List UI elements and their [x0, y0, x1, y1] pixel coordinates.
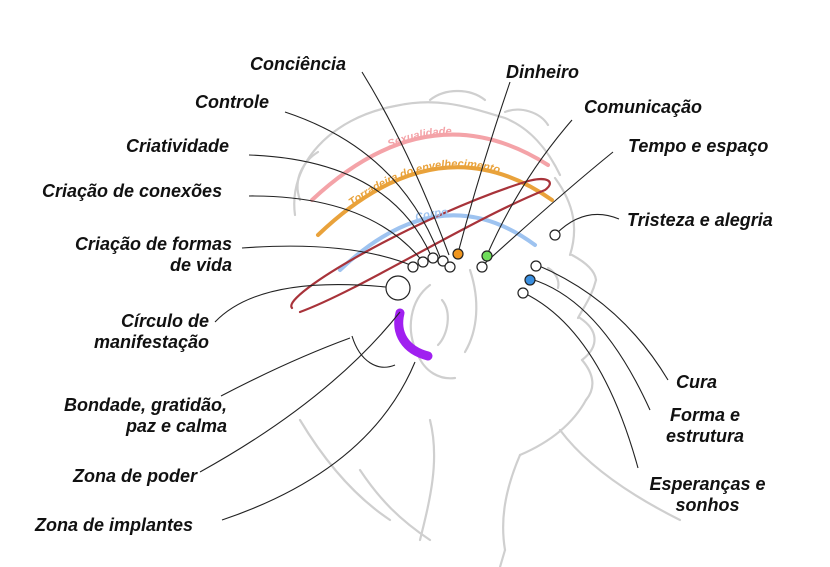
label-circulo-line1: Círculo de [120, 311, 209, 331]
label-controle: Controle [195, 92, 269, 112]
label-forma-estrutura: Forma e estrutura [655, 405, 755, 447]
dot-comunicacao [481, 250, 493, 262]
label-criacao-formas-line1: Criação de formas [74, 234, 232, 254]
dot-esperancas [517, 287, 529, 299]
dot-forma [524, 274, 536, 286]
zona-poder-band [394, 308, 433, 361]
leader-conciencia [361, 71, 450, 256]
label-circulo-line2: manifestação [93, 332, 209, 352]
leader-criatividade [248, 154, 433, 259]
leader-zona-poder [199, 311, 401, 473]
leader-bondade [220, 337, 351, 397]
leader-criacao-conexoes [248, 195, 424, 263]
label-forma-line1: Forma e [669, 405, 741, 425]
label-esperancas-sonhos: Esperanças e sonhos [635, 474, 780, 516]
leader-tristeza [555, 213, 620, 235]
label-tempo-espaco: Tempo e espaço [628, 136, 769, 156]
dot-criatividade [427, 252, 439, 264]
chakra-dots [385, 229, 561, 301]
label-bondade-line2: paz e calma [125, 416, 227, 436]
label-cura: Cura [676, 372, 718, 392]
arc-text-sexualidade: Sexualidade [386, 126, 452, 151]
leader-comunicacao [486, 119, 573, 256]
leader-controle [284, 111, 441, 258]
label-zona-implantes: Zona de implantes [35, 515, 194, 535]
label-forma-line2: estrutura [665, 426, 745, 446]
label-esperancas-line2: sonhos [675, 495, 740, 515]
leader-criacao-formas [241, 245, 414, 267]
dot-tristeza [549, 229, 561, 241]
arc-sexualidade [310, 132, 550, 202]
label-tristeza-alegria: Tristeza e alegria [627, 210, 773, 230]
label-bondade-line1: Bondade, gratidão, [63, 395, 227, 415]
leader-zona-implantes [221, 361, 416, 521]
leader-dinheiro [457, 81, 511, 254]
label-criacao-conexoes: Criação de conexões [42, 181, 223, 201]
leader-forma [530, 278, 651, 411]
label-dinheiro: Dinheiro [506, 62, 580, 82]
dot-controle [437, 255, 449, 267]
arc-crimson [290, 178, 551, 314]
label-zona-poder: Zona de poder [73, 466, 198, 486]
leader-tempo [482, 151, 614, 266]
label-criacao-formas-line2: de vida [169, 255, 232, 275]
label-criatividade: Criatividade [126, 136, 230, 156]
leader-bondade-loop [351, 335, 396, 368]
leader-lines [199, 71, 669, 521]
leader-circulo [214, 284, 387, 323]
leader-esperancas [523, 292, 639, 469]
dot-dinheiro [452, 248, 464, 260]
label-conciencia: Conciência [250, 54, 347, 74]
label-criacao-formas: Criação de formas de vida [40, 234, 232, 276]
label-esperancas-line1: Esperanças e [649, 474, 766, 494]
leader-cura [536, 264, 669, 381]
label-bondade: Bondade, gratidão, paz e calma [30, 395, 227, 437]
dot-conciencia [444, 261, 456, 273]
dot-cura [530, 260, 542, 272]
dot-tempo [476, 261, 488, 273]
dot-criacao-conexoes [417, 256, 429, 268]
dot-criacao-formas [407, 261, 419, 273]
label-circulo-manifestacao: Círculo de manifestação [60, 311, 209, 353]
dot-circulo [385, 275, 411, 301]
arc-text-torradeira: Torradeira do envelhecimento [347, 158, 502, 209]
label-comunicacao: Comunicação [584, 97, 703, 117]
